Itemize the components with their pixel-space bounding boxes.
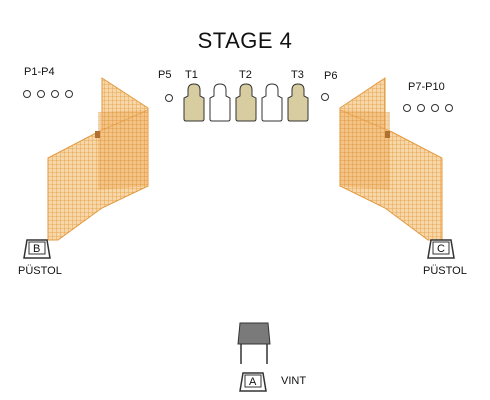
rifle-table-icon	[237, 322, 271, 364]
label-pistol-left: PÜSTOL	[18, 265, 62, 277]
position-c-box	[427, 239, 455, 259]
label-rifle: VINT	[281, 375, 307, 387]
label-position-c: C	[437, 243, 445, 255]
no-shoot-right-icon	[261, 83, 283, 122]
poppers-p1-p4	[23, 90, 73, 98]
label-p1-p4: P1-P4	[24, 66, 55, 78]
label-pistol-right: PÜSTOL	[423, 265, 467, 277]
target-t1-icon	[183, 83, 205, 122]
target-t3-icon	[287, 83, 309, 122]
no-shoot-left-icon	[209, 83, 231, 122]
popper-p5-icon	[165, 94, 173, 102]
label-t2: T2	[239, 69, 252, 81]
stage-title: STAGE 4	[197, 28, 293, 53]
label-t3: T3	[291, 69, 304, 81]
left-fence	[47, 77, 149, 241]
position-a-box	[239, 372, 267, 392]
target-t2-icon	[235, 83, 257, 122]
right-fence	[339, 77, 443, 241]
label-position-b: B	[33, 243, 41, 255]
popper-p6-icon	[321, 93, 329, 101]
label-p6: P6	[324, 70, 338, 82]
position-b-box	[23, 239, 51, 259]
label-t1: T1	[185, 69, 198, 81]
label-position-a: A	[249, 376, 257, 388]
label-p5: P5	[158, 69, 172, 81]
poppers-p7-p10	[403, 104, 453, 112]
label-p7-p10: P7-P10	[408, 81, 445, 93]
